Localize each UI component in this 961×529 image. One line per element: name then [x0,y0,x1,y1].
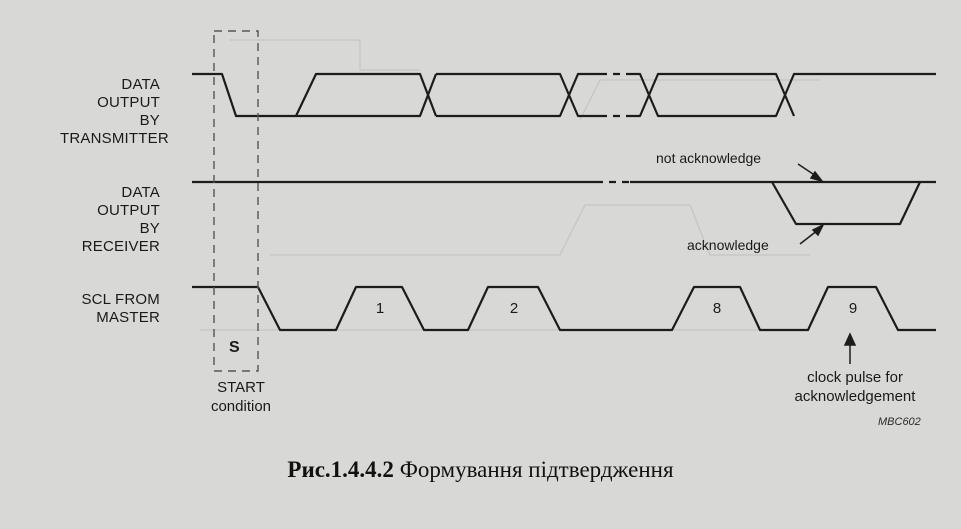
pulse-number-8: 8 [712,300,722,317]
clock-line-2: acknowledgement [794,388,916,405]
label-scl-from-master: SCL FROM MASTER [60,291,160,327]
pulse-number-1: 1 [375,300,385,317]
label-data-output-transmitter: DATA OUTPUT BY TRANSMITTER [60,76,169,148]
annotation-arrows [797,163,857,364]
clock-pulse-label: clock pulse for acknowledgement [760,368,950,406]
label-line-2: MASTER [96,309,160,326]
data-transmitter-waveform [192,72,936,118]
label-line-1: SCL FROM [81,291,160,308]
data-receiver-waveform [192,180,936,226]
start-condition-box [213,30,259,372]
pulse-number-9: 9 [848,300,858,317]
figure-caption: Рис.1.4.4.2 Формування підтвердження [0,457,961,483]
label-line-2: BY RECEIVER [81,220,160,255]
label-line-1: DATA OUTPUT [97,184,160,219]
not-acknowledge-label: not acknowledge [656,150,762,166]
start-line-1: START [217,379,265,396]
label-line-1: DATA OUTPUT [97,76,160,111]
caption-number: Рис.1.4.4.2 [287,457,394,482]
acknowledge-label: acknowledge [687,237,769,253]
label-line-2: BY TRANSMITTER [60,112,169,147]
figure-code: MBC602 [878,416,921,428]
clock-line-1: clock pulse for [807,369,903,386]
start-marker: S [229,339,240,356]
start-line-2: condition [210,398,272,415]
pulse-number-2: 2 [509,300,519,317]
caption-text: Формування підтвердження [399,457,674,482]
start-condition-label: START condition [196,378,286,416]
data-transmitter-gap [600,72,628,118]
label-data-output-receiver: DATA OUTPUT BY RECEIVER [60,184,160,256]
scl-waveform [192,285,936,332]
